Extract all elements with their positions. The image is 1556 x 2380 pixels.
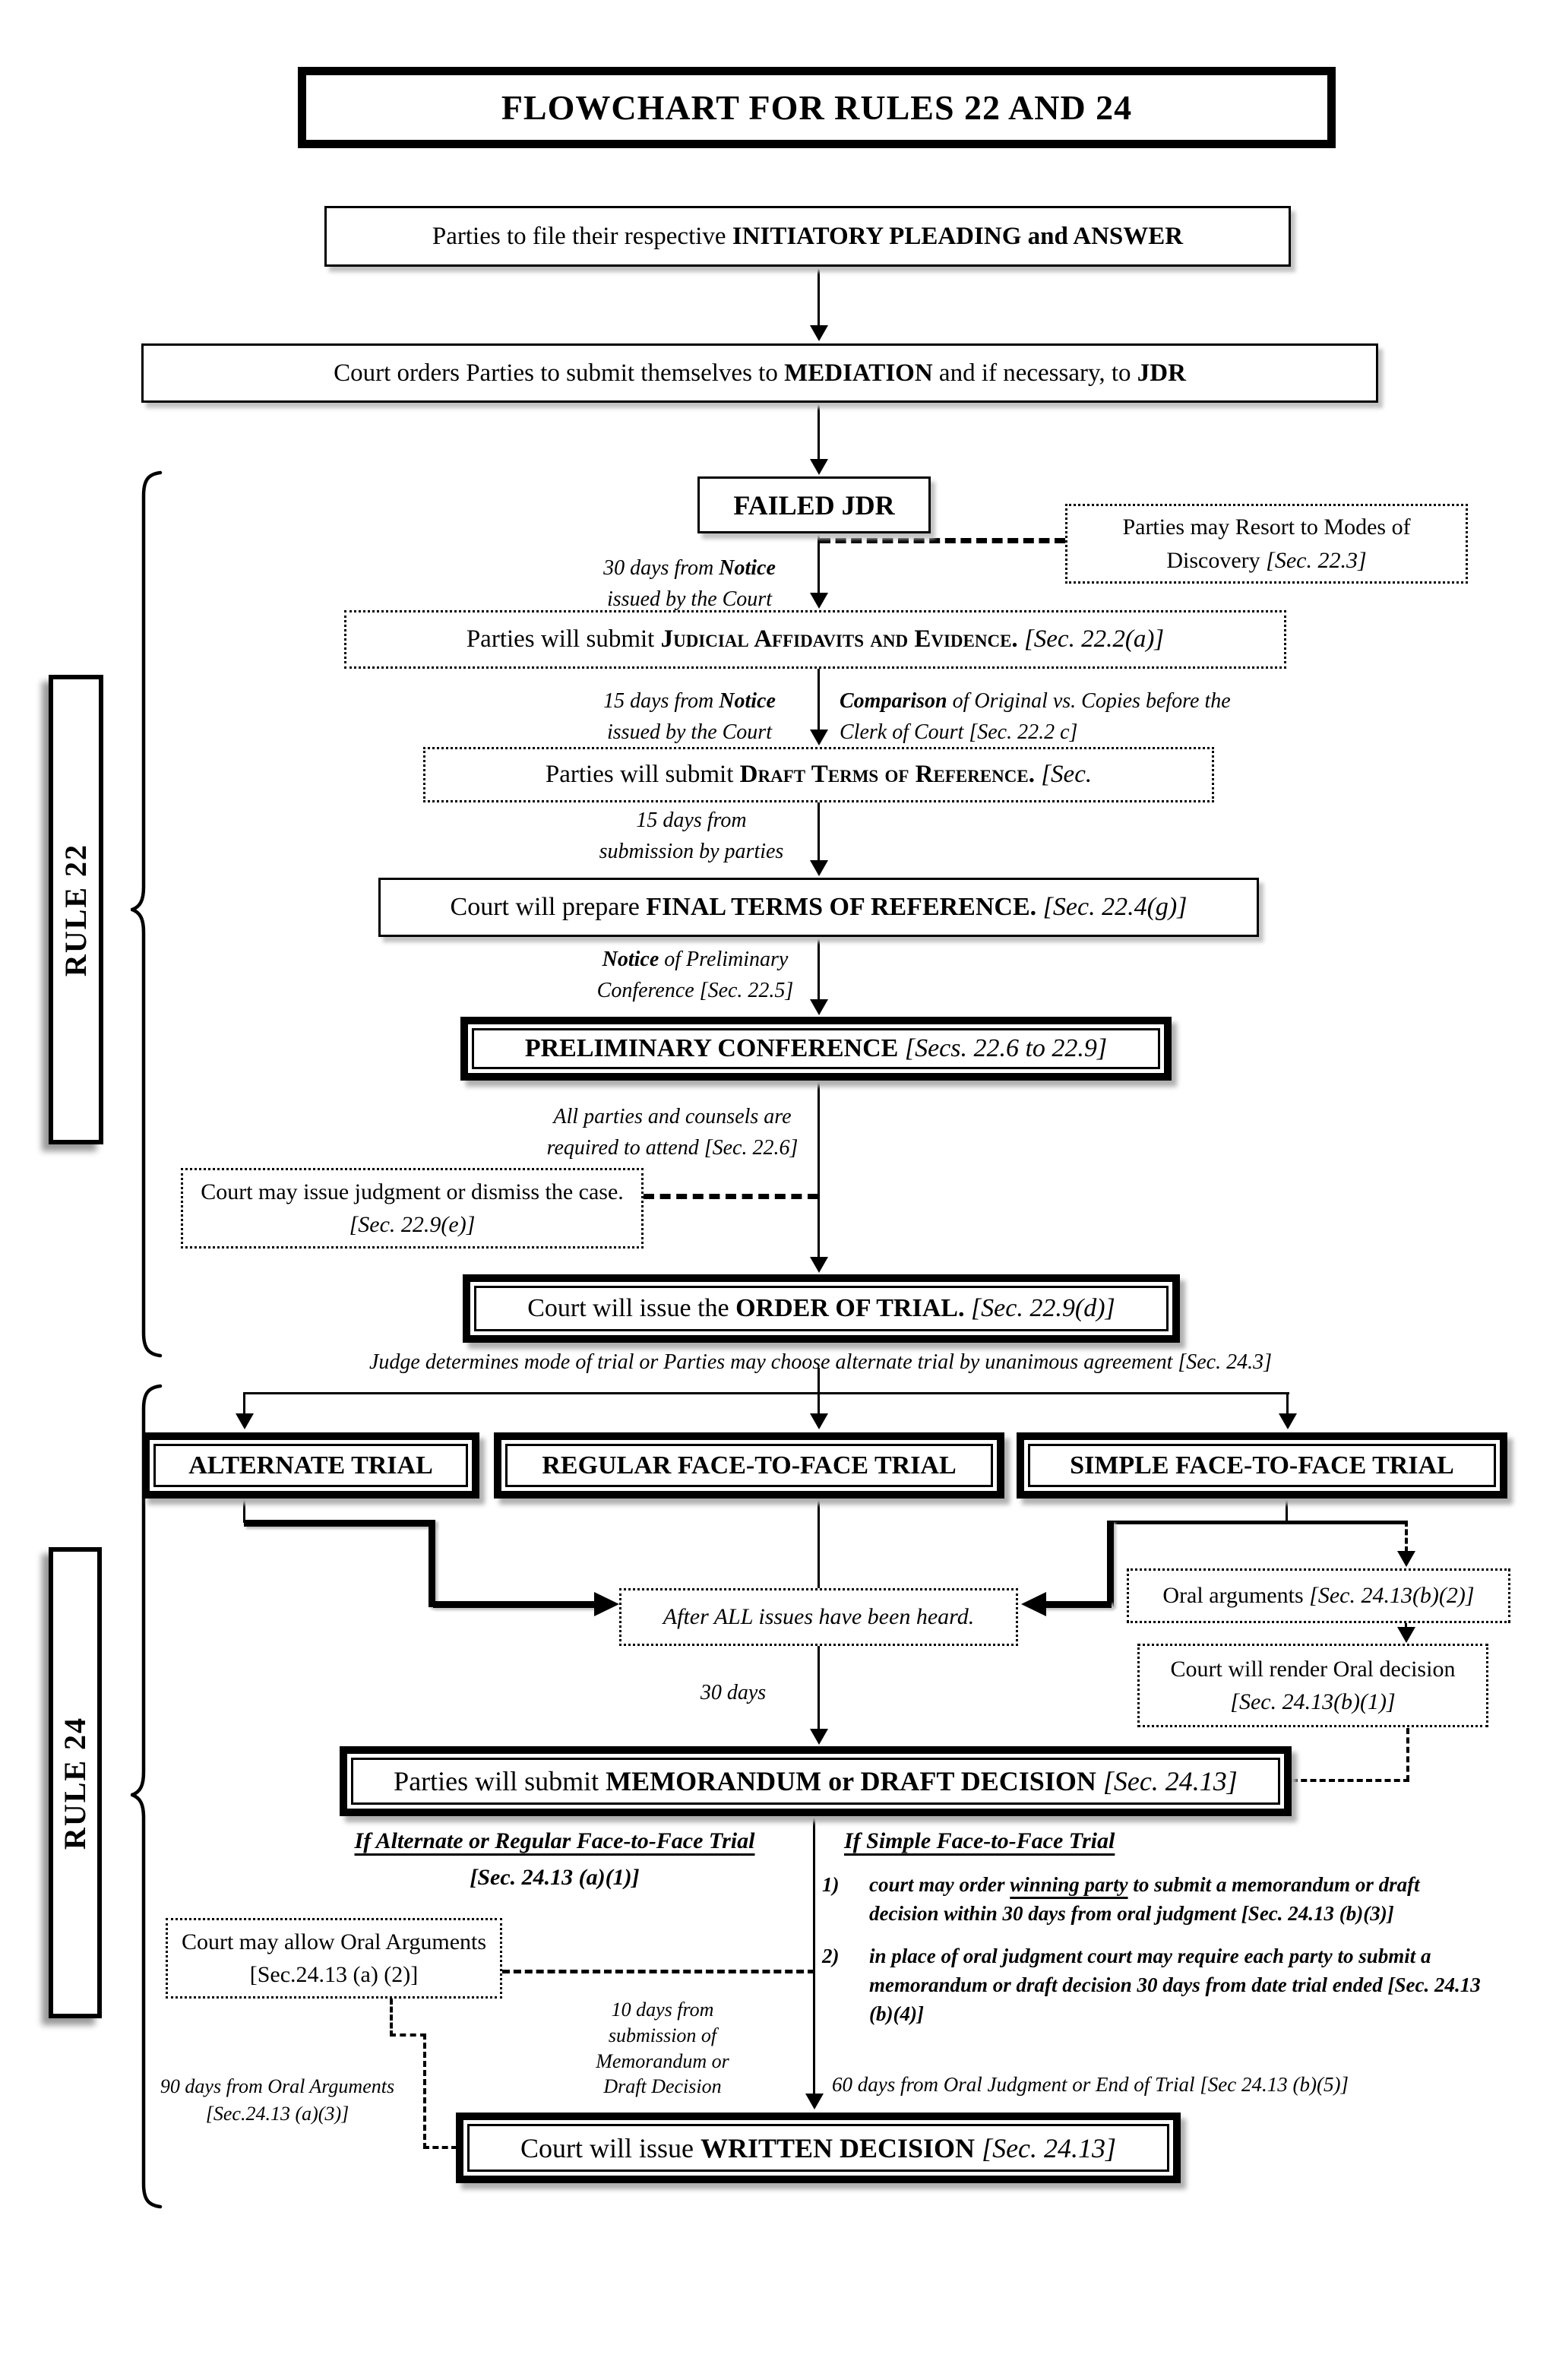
arrow-down-icon — [810, 730, 828, 745]
label-90-days: 90 days from Oral Arguments [Sec.24.13 (… — [160, 2075, 395, 2125]
flow-line — [243, 1392, 245, 1415]
arrow-down-icon — [236, 1413, 254, 1429]
rule24-label: RULE 24 — [49, 1547, 102, 2018]
node-modes-of-discovery: Parties may Resort to Modes of Discovery… — [1065, 504, 1468, 584]
flow-line — [818, 669, 820, 731]
label-judge-determines: Judge determines mode of trial or Partie… — [369, 1350, 1272, 1374]
label-30-days-notice: 30 days from Notice issued by the Court — [603, 556, 776, 611]
arrow-left-icon — [1021, 1592, 1046, 1616]
flow-line — [818, 1079, 820, 1259]
flow-line — [1286, 1499, 1288, 1523]
node-render-oral-decision: Court will render Oral decision [Sec. 24… — [1137, 1644, 1488, 1727]
node-after-all-issues: After ALL issues have been heard. — [619, 1588, 1018, 1646]
arrow-down-icon — [1397, 1551, 1415, 1567]
elbow-connector — [429, 1520, 435, 1607]
label-15-days-submission: 15 days from submission by parties — [599, 809, 784, 863]
node-regular-trial: REGULAR FACE-TO-FACE TRIAL — [494, 1432, 1004, 1499]
node-order-of-trial: Court will issue the ORDER OF TRIAL. [Se… — [463, 1274, 1180, 1343]
node-failed-jdr: FAILED JDR — [697, 476, 931, 533]
arrow-right-icon — [594, 1592, 619, 1616]
flow-line — [818, 403, 820, 461]
label-parties-attend: All parties and counsels are required to… — [546, 1105, 799, 1160]
arrow-down-icon — [810, 860, 828, 876]
branch-line — [244, 1392, 1289, 1394]
flow-line — [818, 1499, 820, 1590]
label-30-days: 30 days — [700, 1681, 767, 1704]
flow-line — [243, 1499, 245, 1523]
node-draft-terms: Parties will submit Draft Terms of Refer… — [423, 747, 1214, 802]
elbow-connector — [433, 1601, 596, 1608]
node-mediation: Court orders Parties to submit themselve… — [141, 343, 1378, 403]
dashed-connector — [1405, 1521, 1408, 1552]
label-60-days: 60 days from Oral Judgment or End of Tri… — [832, 2073, 1349, 2096]
arrow-down-icon — [810, 459, 828, 475]
label-notice-preliminary: Notice of Preliminary Conference [Sec. 2… — [596, 948, 794, 1002]
arrow-down-icon — [810, 1413, 828, 1429]
elbow-connector — [1107, 1521, 1114, 1606]
node-initiatory-pleading: Parties to file their respective INITIAT… — [324, 206, 1291, 267]
rule22-label: RULE 22 — [49, 675, 103, 1144]
flow-line — [818, 937, 820, 1001]
rule24-text: RULE 24 — [58, 1716, 93, 1850]
list-item-1: 1) court may order winning party to subm… — [822, 1873, 1420, 1925]
flow-line — [1405, 1623, 1407, 1629]
flow-line — [818, 1368, 820, 1394]
label-comparison: Comparison of Original vs. Copies before… — [840, 689, 1231, 744]
rule22-text: RULE 22 — [59, 843, 93, 976]
node-memorandum: Parties will submit MEMORANDUM or DRAFT … — [340, 1746, 1292, 1816]
arrow-down-icon — [810, 1257, 828, 1273]
flow-line — [813, 1816, 815, 2096]
node-judgment-or-dismiss: Court may issue judgment or dismiss the … — [181, 1168, 644, 1249]
elbow-connector — [244, 1520, 435, 1527]
elbow-connector — [1043, 1601, 1112, 1608]
dashed-connector — [502, 1970, 815, 1973]
arrow-down-icon — [810, 325, 828, 341]
arrow-down-icon — [805, 2094, 824, 2109]
dashed-connector — [423, 2146, 457, 2149]
page-title: FLOWCHART FOR RULES 22 AND 24 — [298, 67, 1336, 148]
flow-line — [818, 802, 820, 862]
label-10-days: 10 days from submission of Memorandum or… — [596, 1999, 729, 2098]
list-item-2: 2) in place of oral judgment court may r… — [822, 1945, 1481, 2025]
rule22-brace — [131, 470, 163, 1358]
flow-line — [1286, 1392, 1289, 1415]
label-15-days-notice: 15 days from Notice issued by the Court — [603, 689, 776, 744]
dashed-connector — [423, 2033, 426, 2149]
dashed-connector — [820, 538, 1065, 543]
node-preliminary-conference: PRELIMINARY CONFERENCE [Secs. 22.6 to 22… — [460, 1017, 1172, 1081]
node-written-decision: Court will issue WRITTEN DECISION [Sec. … — [456, 2113, 1181, 2183]
node-oral-allow: Court may allow Oral Arguments [Sec.24.1… — [166, 1918, 502, 1999]
dashed-connector — [390, 1999, 393, 2037]
node-judicial-affidavits: Parties will submit Judicial Affidavits … — [344, 610, 1286, 669]
flow-line — [818, 1392, 820, 1415]
flow-line — [818, 1646, 820, 1731]
node-final-terms: Court will prepare FINAL TERMS OF REFERE… — [378, 878, 1259, 937]
arrow-down-icon — [1397, 1627, 1415, 1643]
heading-alternate-regular: If Alternate or Regular Face-to-Face Tri… — [354, 1828, 755, 1890]
dashed-connector — [644, 1194, 818, 1199]
dashed-connector — [390, 2033, 426, 2037]
node-oral-arguments: Oral arguments [Sec. 24.13(b)(2)] — [1127, 1568, 1510, 1623]
elbow-connector — [1110, 1521, 1408, 1524]
rule24-brace — [131, 1384, 163, 2209]
heading-simple: If Simple Face-to-Face Trial — [844, 1828, 1115, 1853]
node-alternate-trial: ALTERNATE TRIAL — [142, 1432, 479, 1499]
dashed-connector — [1406, 1728, 1409, 1781]
arrow-down-icon — [810, 1729, 828, 1745]
dashed-connector — [1292, 1779, 1409, 1782]
arrow-down-icon — [810, 593, 828, 609]
arrow-down-icon — [810, 999, 828, 1015]
flow-line — [818, 267, 820, 327]
node-simple-trial: SIMPLE FACE-TO-FACE TRIAL — [1017, 1432, 1507, 1499]
arrow-down-icon — [1279, 1413, 1297, 1429]
flow-line — [818, 533, 820, 594]
